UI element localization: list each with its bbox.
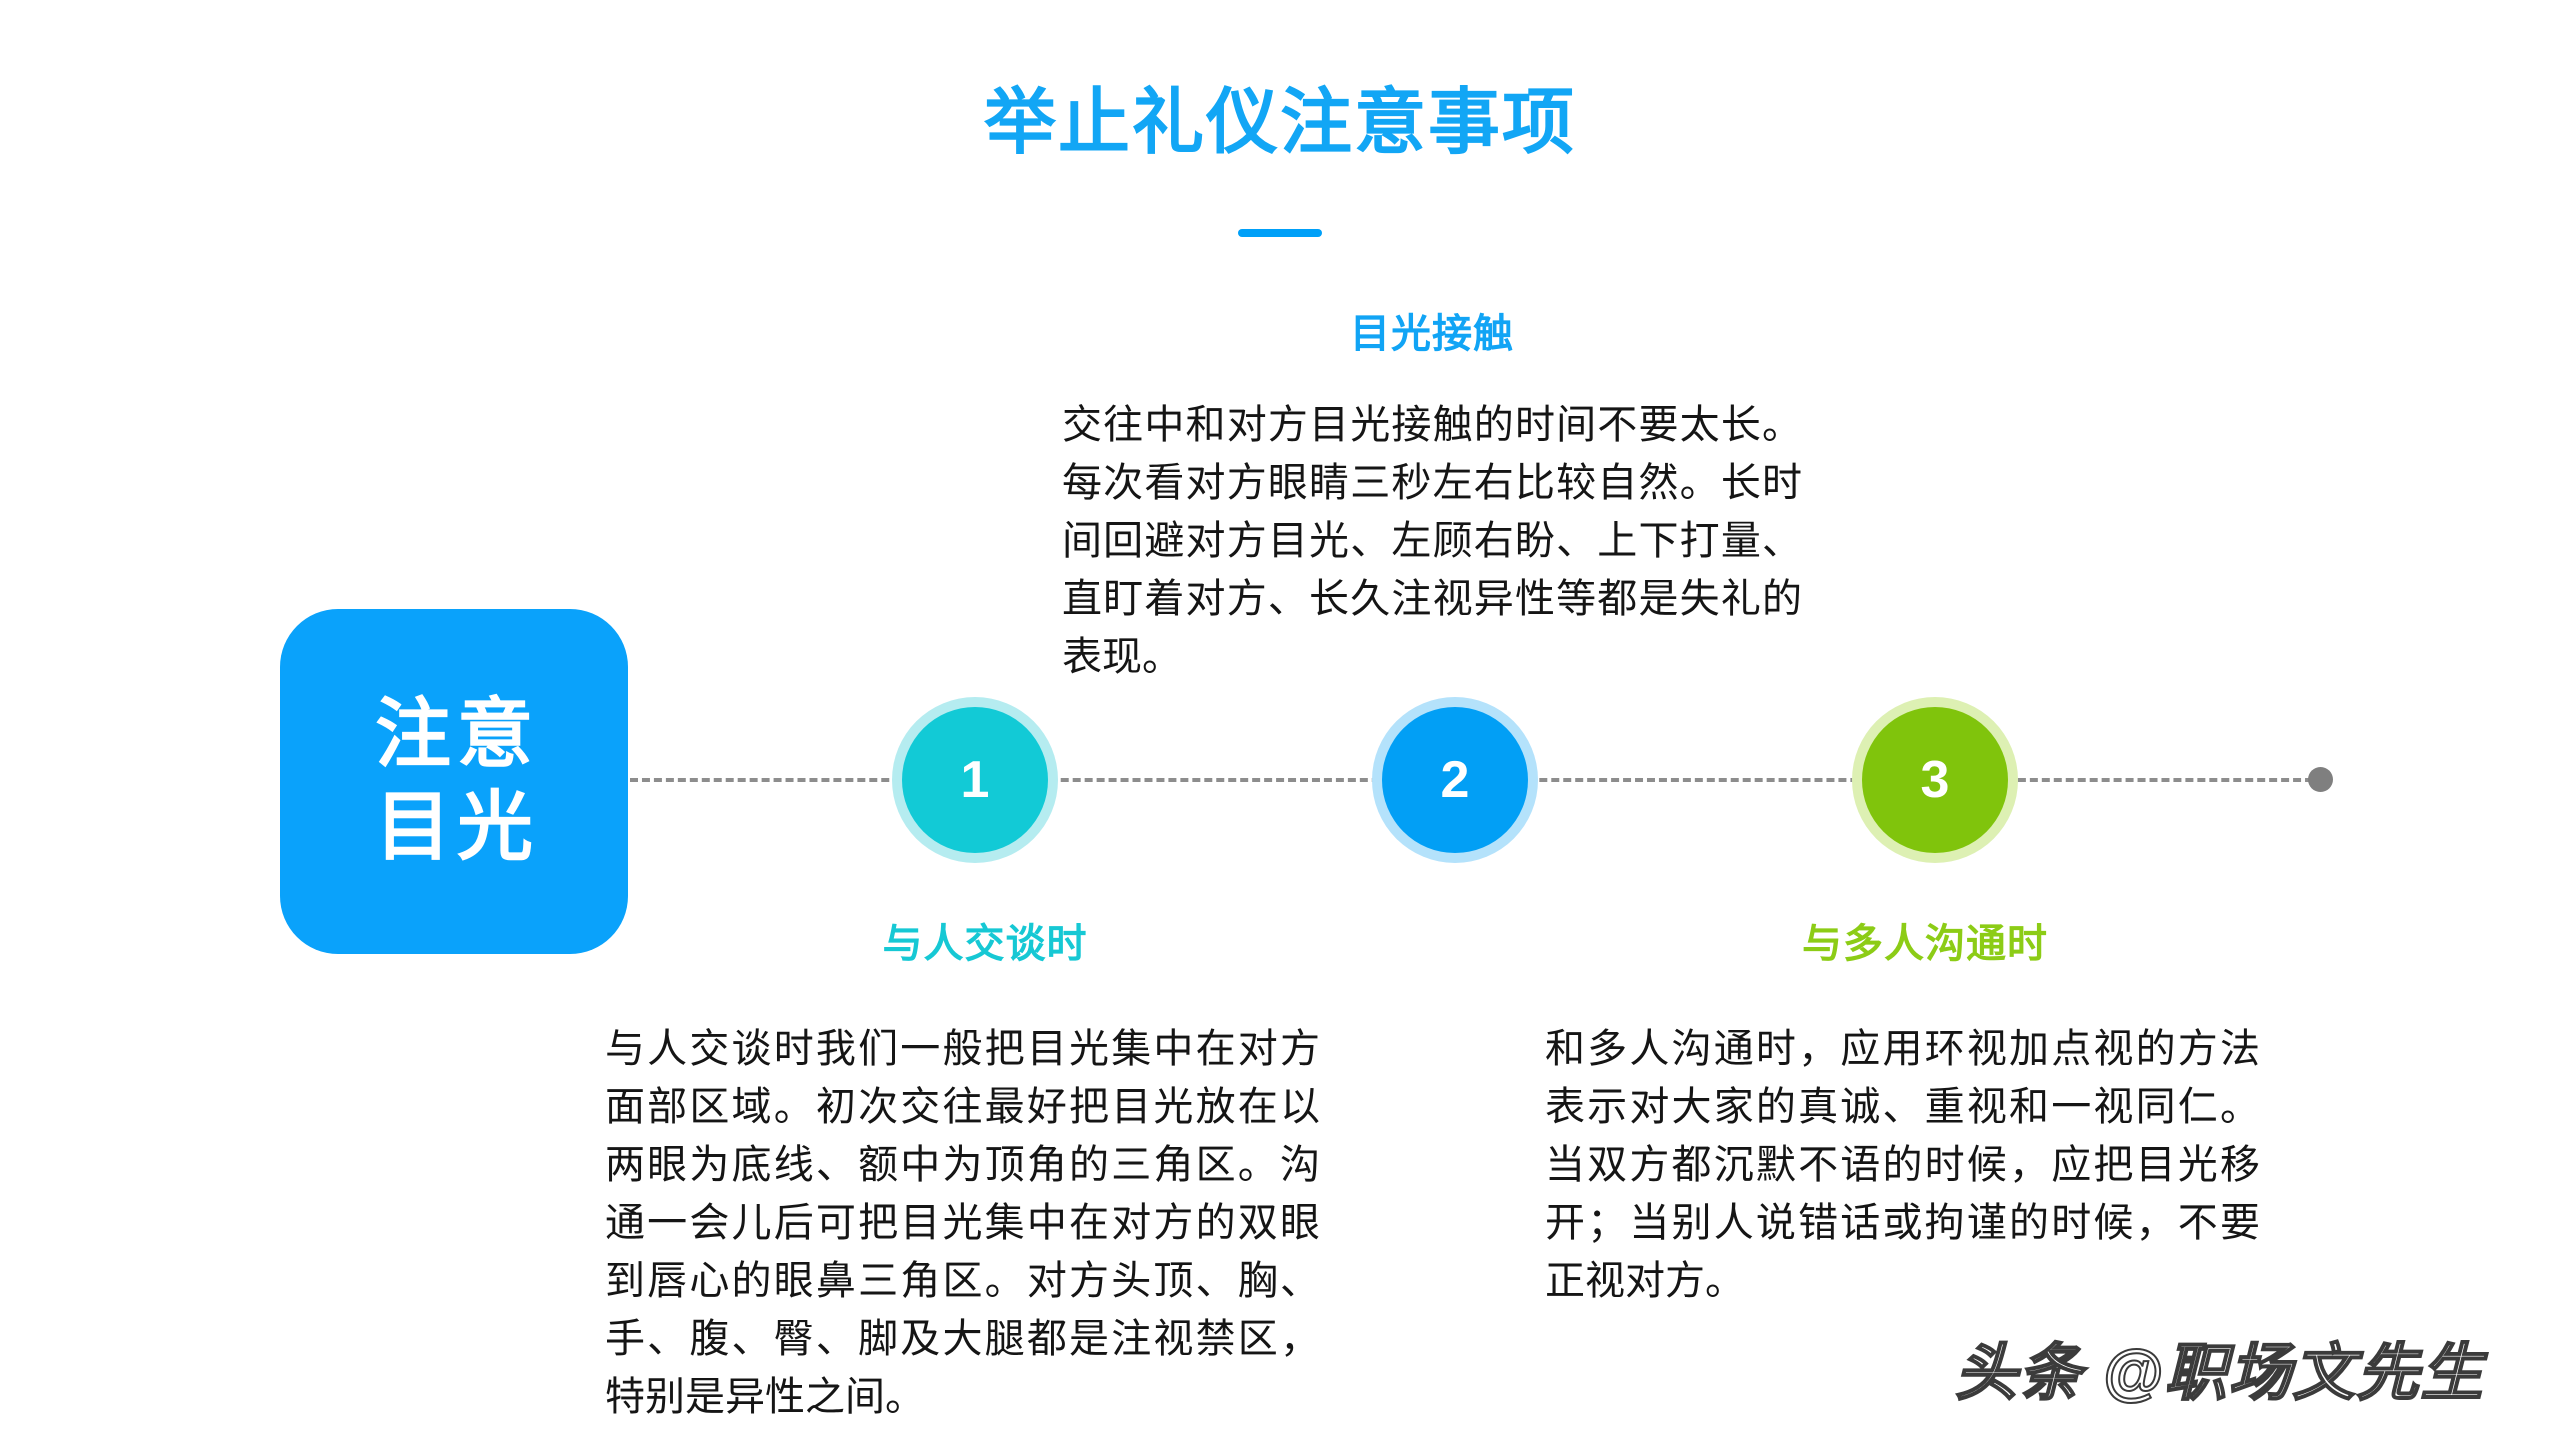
title-underline-rule (1238, 229, 1322, 237)
column-2-body: 和多人沟通时，应用环视加点视的方法表示对大家的真诚、重视和一视同仁。当双方都沉默… (1545, 1027, 2260, 1303)
timeline-end-dot (2308, 767, 2333, 792)
label-box-line-2: 目光 (375, 784, 539, 870)
timeline-node-3-number: 3 (1862, 707, 2008, 853)
column-talking-with-person: 与人交谈时 与人交谈时我们一般把目光集中在对方面部区域。初次交往最好把目光放在以… (605, 920, 1365, 1426)
column-2-heading: 与多人沟通时 (1802, 922, 2048, 966)
column-1-heading: 与人交谈时 (882, 922, 1088, 966)
top-section: 目光接触 交往中和对方目光接触的时间不要太长。每次看对方眼睛三秒左右比较自然。长… (1062, 310, 1802, 686)
timeline-node-2[interactable]: 2 (1372, 697, 1538, 863)
top-section-body: 交往中和对方目光接触的时间不要太长。每次看对方眼睛三秒左右比较自然。长时间回避对… (1062, 403, 1802, 679)
timeline-node-2-number: 2 (1382, 707, 1528, 853)
page-title: 举止礼仪注意事项 (983, 83, 1576, 163)
column-talking-with-group: 与多人沟通时 和多人沟通时，应用环视加点视的方法表示对大家的真诚、重视和一视同仁… (1545, 920, 2305, 1310)
timeline-node-1-number: 1 (902, 707, 1048, 853)
watermark: 头条 @职场文先生 (1954, 1338, 2485, 1409)
timeline-node-1[interactable]: 1 (892, 697, 1058, 863)
timeline-node-3[interactable]: 3 (1852, 697, 2018, 863)
label-box-attention-gaze: 注意 目光 (280, 609, 628, 954)
column-1-body: 与人交谈时我们一般把目光集中在对方面部区域。初次交往最好把目光放在以两眼为底线、… (605, 1027, 1320, 1419)
top-section-heading: 目光接触 (1350, 312, 1514, 356)
label-box-line-1: 注意 (375, 691, 539, 777)
